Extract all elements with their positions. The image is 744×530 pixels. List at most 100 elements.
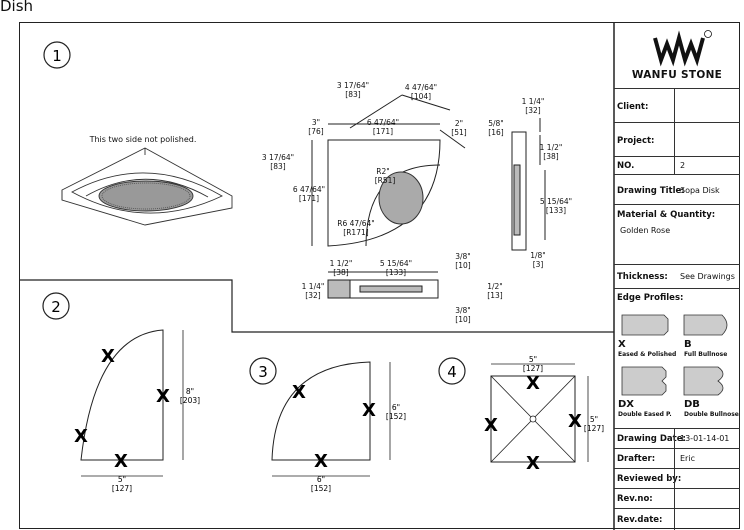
- bot-3-8-top: 3/8": [455, 252, 471, 261]
- edge-profiles-label: Edge Profiles:: [617, 293, 684, 303]
- dim-104: [104]: [411, 92, 431, 101]
- dim-76: [76]: [308, 127, 323, 136]
- view-2-edge-marks: X X X X: [74, 346, 170, 472]
- dim-3-17-64-left: 3 17/64": [262, 153, 294, 162]
- view-2-shape: [80, 329, 164, 461]
- reviewed-row: Reviewed by:: [614, 468, 740, 488]
- revno-row: Rev.no:: [614, 488, 740, 508]
- view-4-number-circle: [438, 357, 466, 385]
- drawing-title-row: Drawing Title: Sopa Disk: [614, 174, 740, 204]
- view-divider: [19, 279, 614, 333]
- edge-db-icon: [683, 366, 724, 396]
- edge-x-icon: [621, 314, 669, 336]
- bottom-dimensions: 1 1/2" [38] 5 15/64" [133] 3/8" [10] 1 1…: [302, 252, 503, 324]
- bot-1-1-4: 1 1/4": [302, 282, 325, 291]
- client-label: Client:: [617, 102, 649, 112]
- view-1: 1 This two side not polished. 3 17/64" [: [43, 41, 572, 324]
- thickness-row: Thickness: See Drawings: [614, 264, 740, 288]
- tb-vline-bottom: [674, 428, 675, 530]
- side-5-8: 5/8": [488, 119, 504, 128]
- bot-3-8-bot: 3/8": [455, 306, 471, 315]
- title-block: WANFU STONE Client: Project: NO. 2 Drawi…: [614, 22, 740, 530]
- dim-171-top: [171]: [373, 127, 393, 136]
- edge-b-desc: Full Bullnose: [684, 351, 728, 358]
- side-133: [133]: [546, 206, 566, 215]
- drawing-title-label: Drawing Title:: [617, 186, 685, 196]
- view-4-w: 5": [529, 355, 537, 364]
- bot-133: [133]: [386, 268, 406, 277]
- edge-x-code: X: [618, 339, 626, 350]
- view-3: 3 X X X 6" [152] 6" [152]: [249, 357, 406, 493]
- dim-6-47-64-top: 6 47/64": [367, 118, 399, 127]
- edge-db-code: DB: [684, 399, 700, 410]
- edge-profile-icons: [621, 314, 728, 396]
- dim-3-17-64: 3 17/64": [337, 81, 369, 90]
- revdate-label: Rev.date:: [617, 515, 663, 525]
- side-1-1-2: 1 1/2": [540, 143, 563, 152]
- side-5-15-64: 5 15/64": [540, 197, 572, 206]
- material-row: Material & Quantity: Golden Rose: [614, 204, 740, 264]
- svg-text:X: X: [526, 453, 540, 474]
- svg-text:X: X: [484, 415, 498, 436]
- view-4-edge-marks: X X X X: [484, 373, 582, 474]
- dim-51: [51]: [451, 128, 466, 137]
- drafter-row: Drafter: Eric: [614, 448, 740, 468]
- dim-3: 3": [312, 118, 320, 127]
- side-section: [511, 118, 546, 251]
- no-row: NO. 2: [614, 156, 740, 174]
- svg-text:X: X: [362, 400, 376, 421]
- revdate-row: Rev.date:: [614, 508, 740, 530]
- client-row: Client:: [614, 88, 740, 122]
- thickness-label: Thickness:: [617, 272, 668, 282]
- dim-r2: R2": [376, 167, 389, 176]
- view-3-edge-marks: X X X: [292, 382, 376, 472]
- project-label: Project:: [617, 136, 655, 146]
- reviewed-label: Reviewed by:: [617, 474, 682, 484]
- view-3-number-circle: [249, 357, 277, 385]
- view-4-hmm: [127]: [584, 424, 604, 433]
- bot-10-top: [10]: [455, 261, 470, 270]
- view-4-h: 5": [590, 415, 598, 424]
- side-3: [3]: [533, 260, 544, 269]
- material-label: Material & Quantity:: [617, 210, 716, 220]
- svg-text:X: X: [568, 411, 582, 432]
- dim-r6: R6 47/64": [337, 219, 374, 228]
- svg-text:X: X: [292, 382, 306, 403]
- brand-logo: WANFU STONE: [614, 22, 740, 88]
- dim-2: 2": [455, 119, 463, 128]
- dim-6-47-64-left: 6 47/64": [293, 185, 325, 194]
- view-3-hmm: [152]: [386, 412, 406, 421]
- dim-171-left: [171]: [299, 194, 319, 203]
- drawing-frame: [19, 22, 740, 529]
- material-value: Golden Rose: [620, 226, 671, 235]
- drawing-date-label: Drawing Date:: [617, 434, 686, 444]
- dim-r51: [R51]: [375, 176, 396, 185]
- edge-x-desc: Eased & Polished: [618, 351, 677, 358]
- brand-name: WANFU STONE: [631, 69, 723, 81]
- view-2: 2 X X X X 8" [203] 5" [127]: [42, 292, 200, 493]
- thickness-value: See Drawings: [680, 272, 735, 281]
- plan-view: [311, 94, 466, 247]
- bot-10-bot: [10]: [455, 315, 470, 324]
- edge-db-desc: Double Bullnose: [684, 411, 739, 418]
- view-4-wmm: [127]: [523, 364, 543, 373]
- svg-text:X: X: [156, 386, 170, 407]
- view-2-wmm: [127]: [112, 484, 132, 493]
- dim-r171: [R171]: [343, 228, 368, 237]
- side-1-8: 1/8": [530, 251, 546, 260]
- svg-text:X: X: [526, 373, 540, 394]
- iso-dish-sketch: This two side not polished.: [61, 135, 233, 226]
- view-2-h: 8": [186, 387, 194, 396]
- drawing-date-row: Drawing Date: 13-01-14-01: [614, 428, 740, 448]
- view-2-w: 5": [118, 475, 126, 484]
- side-38: [38]: [543, 152, 558, 161]
- bot-5-15-64: 5 15/64": [380, 259, 412, 268]
- no-label: NO.: [617, 161, 635, 171]
- view-4: 4 X X X X 5" [127] 5" [127]: [438, 355, 604, 474]
- dim-83-left: [83]: [270, 162, 285, 171]
- side-1-1-4: 1 1/4": [522, 97, 545, 106]
- bot-1-1-2: 1 1/2": [330, 259, 353, 268]
- edge-profiles-row: Edge Profiles: X Eased & Polished B Full…: [614, 288, 740, 428]
- logo-icon: [653, 30, 712, 67]
